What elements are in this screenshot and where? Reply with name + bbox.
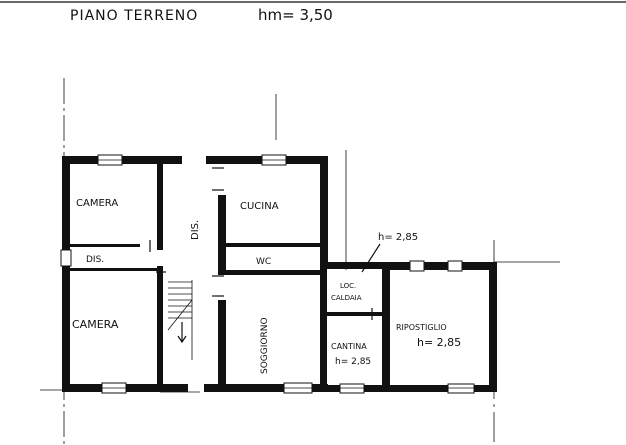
annex-walls: [382, 262, 497, 392]
room-label-ripostiglio-height: h= 2,85: [417, 336, 461, 349]
windows: [60, 154, 475, 394]
callout-height-label: h= 2,85: [378, 232, 418, 243]
room-label-cucina: CUCINA: [240, 201, 279, 212]
room-label-loc: LOC.: [340, 282, 356, 290]
room-label-camera-bottom: CAMERA: [72, 318, 119, 331]
doors: [149, 167, 373, 320]
room-label-dis-left: DIS.: [86, 255, 104, 265]
room-label-dis-corridor: DIS.: [190, 220, 201, 240]
room-label-cantina-height: h= 2,85: [335, 357, 371, 367]
room-label-soggiorno: SOGGIORNO: [260, 317, 270, 374]
callout-leader: [361, 243, 381, 273]
interior-walls: [68, 162, 383, 386]
room-label-ripostiglio: RIPOSTIGLIO: [396, 323, 447, 332]
room-label-caldaia: CALDAIA: [331, 294, 362, 302]
room-label-wc: WC: [256, 257, 271, 267]
room-label-cantina: CANTINA: [331, 342, 367, 351]
ceiling-height-note: hm= 3,50: [258, 6, 333, 24]
room-label-camera-top: CAMERA: [76, 198, 118, 209]
staircase: [167, 280, 193, 360]
plan-title: PIANO TERRENO: [70, 8, 198, 24]
